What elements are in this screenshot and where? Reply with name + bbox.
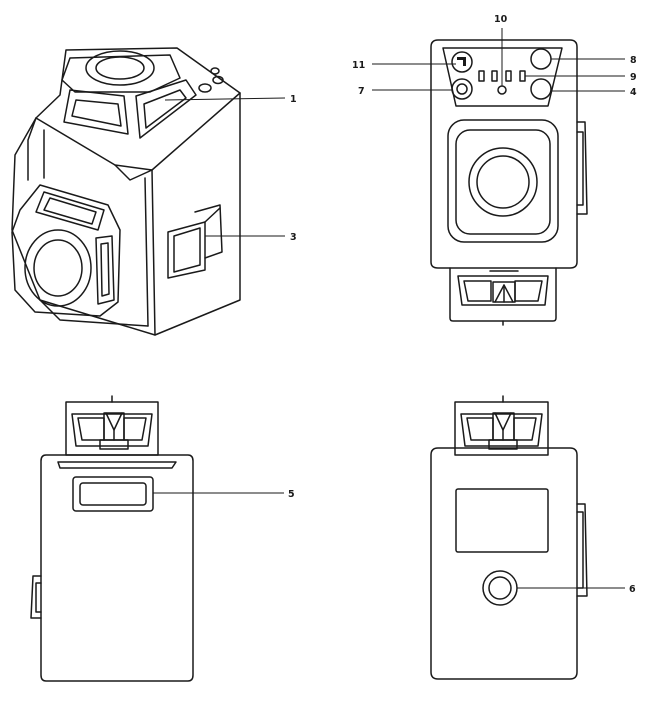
callout-9: 9 [630, 72, 637, 83]
callout-6: 6 [629, 584, 636, 595]
power-icon [457, 57, 466, 66]
side-view: 5 [30, 395, 295, 682]
front-view: 11 7 10 8 9 4 [352, 14, 637, 326]
back-view: 6 [430, 395, 636, 680]
callout-7: 7 [358, 86, 365, 97]
callout-1: 1 [290, 94, 297, 105]
callout-10: 10 [494, 14, 508, 25]
isometric-view: 1 3 [11, 47, 297, 336]
callout-3: 3 [290, 232, 297, 243]
callout-5: 5 [288, 489, 295, 500]
callout-4: 4 [630, 87, 637, 98]
callout-11: 11 [352, 60, 365, 71]
callout-8: 8 [630, 55, 637, 66]
